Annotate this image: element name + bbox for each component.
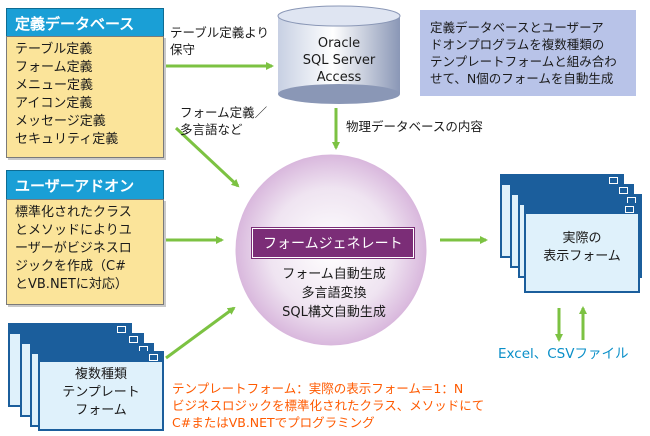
definition-db-item: アイコン定義 [15,96,93,111]
template-forms-label: 複数種類 テンプレート フォーム [62,367,140,418]
definition-db-title: 定義データベース [6,8,164,39]
definition-db-item: テーブル定義 [15,42,93,57]
arrow-templates-to-generator [165,306,236,360]
user-addon-description: 標準化されたクラス とメソッドによりユ ーザーがビジネスロ ジックを作成（C# … [6,199,164,305]
template-window-front [38,351,164,431]
actual-form-window-front [524,203,640,293]
definition-db-item: フォーム定義 [15,60,93,75]
definition-db-item: メッセージ定義 [15,114,106,129]
user-addon-line: ーザーがビジネスロ [15,241,132,256]
definition-db-item: メニュー定義 [15,78,94,93]
generator-title: フォームジェネレート [252,228,414,258]
database-label: Oracle SQL Server Access [302,36,376,85]
generator-feature: 多言語変換 [301,286,367,301]
form-arrow-label: フォーム定義／ 多言語など [180,105,268,137]
physical-db-label: 物理データベースの内容 [346,119,483,134]
bottom-note: テンプレートフォーム：実際の表示フォーム＝1：N ビジネスロジックを標準化された… [172,381,485,430]
definition-db-item: セキュリティ定義 [15,132,119,147]
user-addon-line: 標準化されたクラス [15,205,132,220]
user-addon-line: とVB.NETに対応） [15,277,128,292]
generator-feature: フォーム自動生成 [282,267,386,282]
generator-feature: SQL構文自動生成 [282,305,386,320]
database-cylinder [277,5,401,104]
actual-forms-label: 実際の 表示フォーム [543,231,621,264]
excel-csv-label: Excel、CSVファイル [498,346,629,362]
arrow-defdb-to-generator [174,126,240,188]
table-arrow-label: テーブル定義より 保守 [170,25,270,57]
user-addon-line: ジックを作成（C# [15,259,126,274]
definition-db-list: テーブル定義 フォーム定義 メニュー定義 アイコン定義 メッセージ定義 セキュリ… [6,36,164,158]
info-note: 定義データベースとユーザーア ドオンプログラムを複数種類の テンプレートフォーム… [420,10,636,96]
user-addon-title: ユーザーアドオン [6,170,164,201]
user-addon-line: とメソッドによりユ [15,223,132,238]
